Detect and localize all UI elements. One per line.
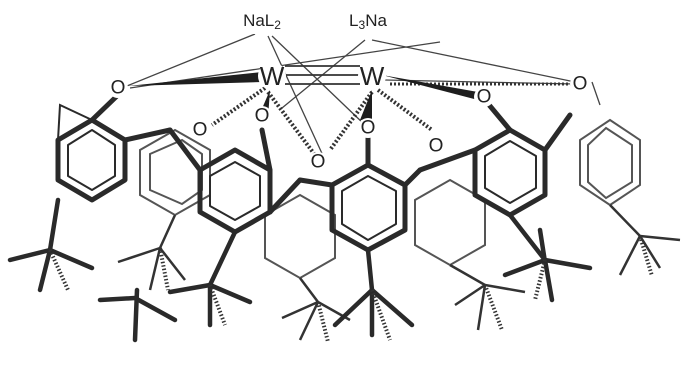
- oxygen-atom-2: O: [255, 106, 270, 127]
- oxygen-atom-5: O: [361, 118, 376, 139]
- bridging-bonds: [89, 92, 573, 215]
- hashed-methyls: [48, 235, 654, 343]
- front-ring-1: [55, 117, 128, 203]
- front-ring-3: [329, 162, 408, 253]
- sodium-contact-lines: [121, 33, 601, 161]
- na-right-prefix: L: [349, 11, 358, 30]
- front-ring-2: [197, 147, 273, 235]
- oxygen-atom-1: O: [111, 78, 126, 99]
- oxygen-atom-6: O: [429, 136, 444, 157]
- tungsten-triple-bond: [285, 65, 360, 85]
- tungsten-atom-left: W: [260, 61, 285, 91]
- oxygen-atom-4: O: [311, 152, 326, 173]
- na-right-subscript: 3: [359, 18, 366, 32]
- oxygen-atom-7: O: [477, 87, 492, 108]
- sodium-ligand-left: NaL2: [243, 11, 281, 33]
- front-tert-butyl-groups: [7, 197, 593, 343]
- oxygen-atom-8: O: [573, 74, 588, 95]
- label-backgrounds: [108, 8, 590, 172]
- front-ring-4: [472, 127, 548, 218]
- oxygen-atom-3: O: [193, 120, 208, 141]
- hatched-bonds: [210, 82, 572, 157]
- left-ring-wedge: [57, 103, 93, 141]
- back-tert-butyl-groups: [117, 204, 681, 341]
- na-right-suffix: Na: [365, 11, 387, 30]
- back-ring-d: [579, 118, 641, 207]
- na-left-main: NaL: [243, 11, 274, 30]
- sodium-ligand-right: L3Na: [349, 11, 387, 33]
- tungsten-atom-right: W: [360, 61, 385, 91]
- na-left-subscript: 2: [274, 18, 281, 32]
